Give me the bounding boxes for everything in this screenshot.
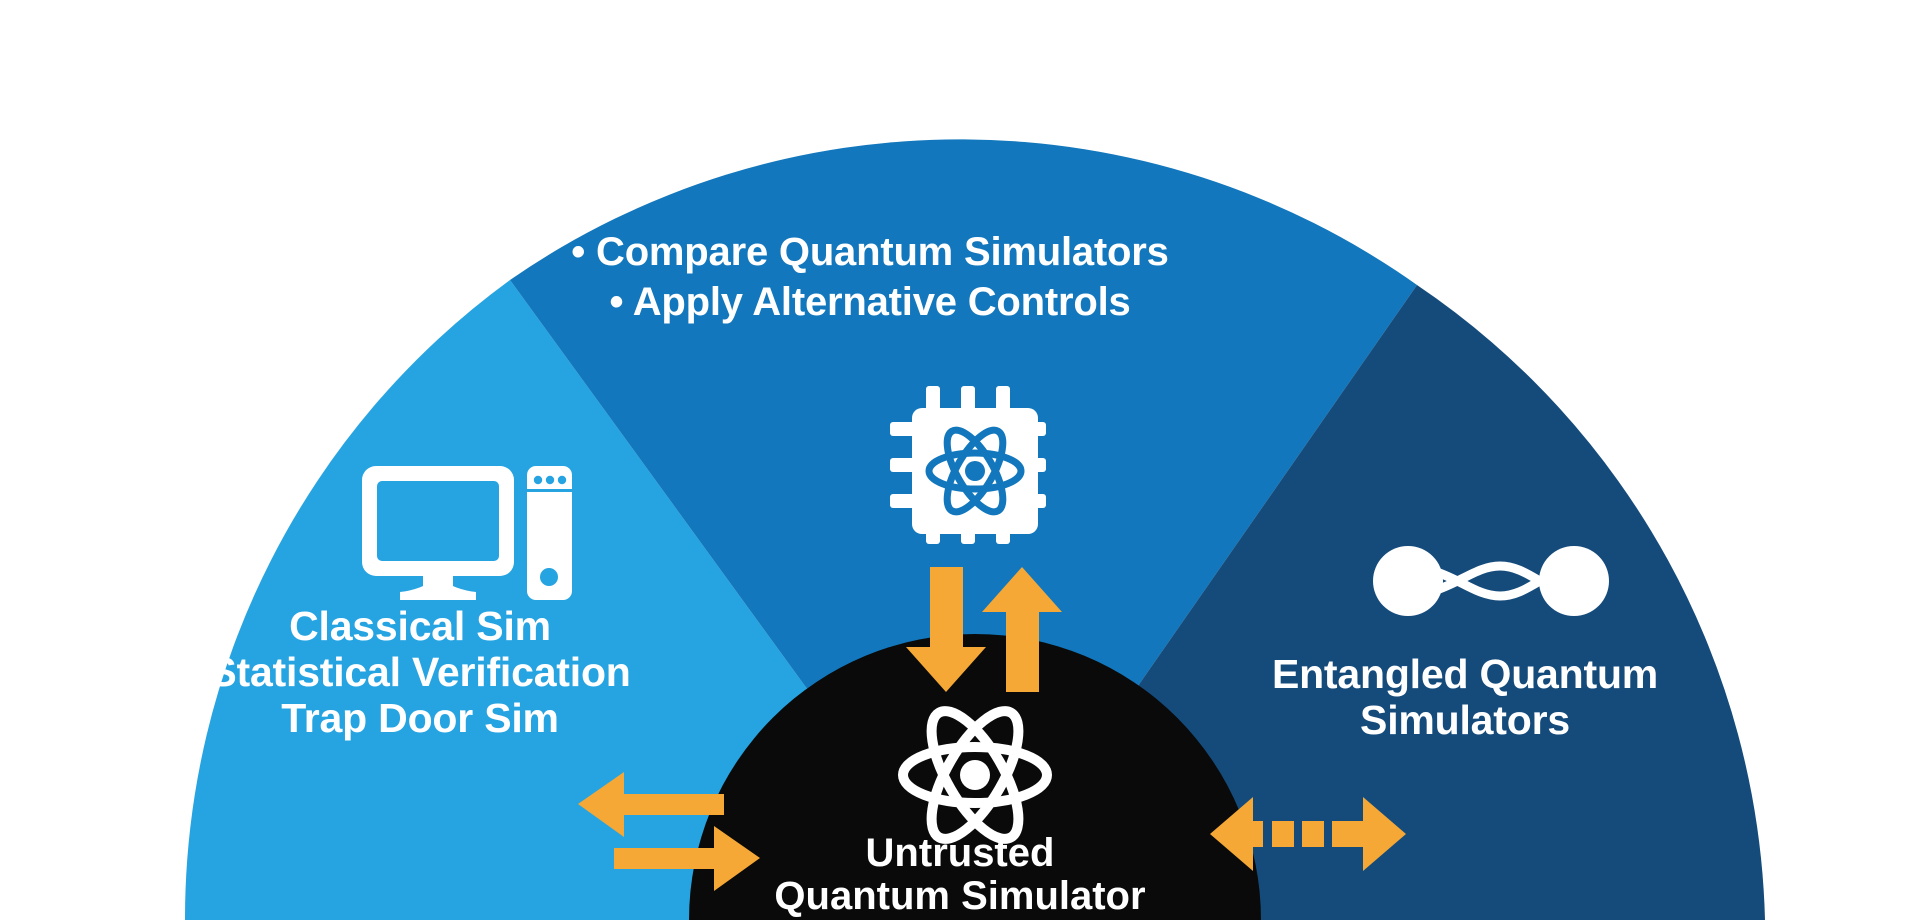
segment-right-label: Entangled Quantum Simulators — [1271, 651, 1659, 743]
quantum-chip-icon — [890, 386, 1046, 544]
dashed-double-arrow-icon[interactable] — [1210, 797, 1406, 871]
segment-top-label: • Compare Quantum Simulators • Apply Alt… — [571, 230, 1169, 324]
desktop-computer-icon — [362, 466, 572, 600]
segment-left-label: Classical Sim Statistical Verification T… — [209, 603, 631, 741]
core-label: Untrusted Quantum Simulator — [774, 831, 1146, 919]
atom-icon — [898, 706, 1052, 844]
left-right-offset-arrows-icon[interactable] — [578, 772, 760, 891]
down-up-arrows-icon[interactable] — [906, 567, 1062, 692]
entanglement-icon — [1373, 546, 1609, 616]
